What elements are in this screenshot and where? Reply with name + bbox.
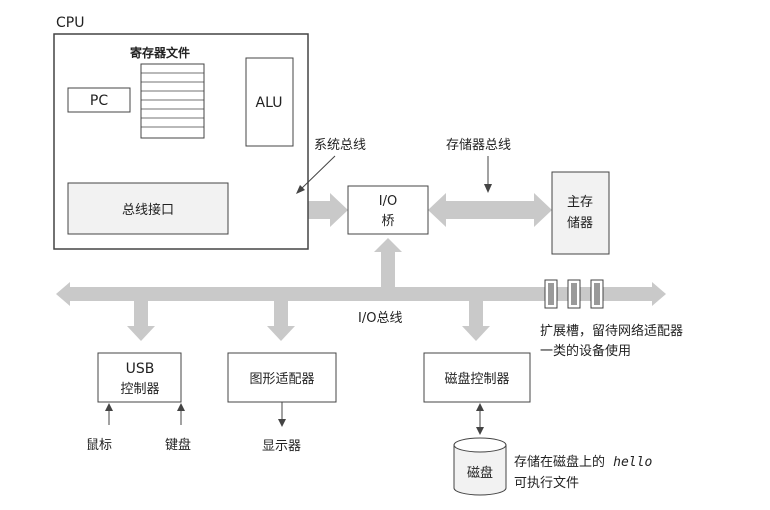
display-label: 显示器 <box>262 439 301 454</box>
main-memory-box <box>551 171 610 255</box>
register-file <box>140 63 205 139</box>
disk-link-arrow-head-down <box>476 427 484 435</box>
usb-controller-label-line1: USB <box>126 361 155 377</box>
graphics-adapter-label: 图形适配器 <box>249 372 314 387</box>
register-file-label: 寄存器文件 <box>130 45 190 60</box>
expansion-slot-label-line2: 一类的设备使用 <box>540 343 631 359</box>
io-bus-arrow <box>56 282 666 306</box>
memory-bus-pointer-head <box>484 184 492 193</box>
io-bridge-label-line2: 桥 <box>381 214 394 229</box>
display-arrow-head <box>278 419 286 427</box>
io-bridge-box <box>347 185 429 235</box>
disk-controller-box <box>423 352 531 403</box>
mouse-arrow-head <box>105 403 113 411</box>
disk-note-word: hello <box>613 455 652 470</box>
disk-note-line2: 可执行文件 <box>514 476 579 491</box>
bus-interface-box <box>67 182 229 235</box>
disk-cylinder <box>453 437 507 496</box>
disk-note-prefix: 存储在磁盘上的 <box>514 454 605 470</box>
expansion-slot-label-line1: 扩展槽，留待网络适配器 <box>540 323 683 339</box>
main-memory-label-line2: 储器 <box>567 216 593 231</box>
memory-bus-arrow <box>428 193 552 227</box>
pc-box <box>67 87 131 113</box>
main-memory-label-line1: 主存 <box>567 195 593 210</box>
alu-label: ALU <box>256 95 283 111</box>
expansion-slots <box>544 279 604 309</box>
disk-controller-label: 磁盘控制器 <box>444 371 509 387</box>
memory-bus-label: 存储器总线 <box>446 138 511 153</box>
io-bus-to-usb-arrow <box>127 301 155 341</box>
io-bus-label: I/O总线 <box>358 311 402 326</box>
disk-link-arrow-head-up <box>476 403 484 411</box>
usb-controller-label-line2: 控制器 <box>120 382 159 397</box>
disk-label: 磁盘 <box>467 465 493 481</box>
io-bus-to-bridge-arrow <box>374 238 402 287</box>
graphics-adapter-box <box>227 352 337 403</box>
keyboard-arrow-head <box>177 403 185 411</box>
disk-note-line1: 存储在磁盘上的 hello <box>514 454 652 470</box>
usb-controller-box <box>97 352 182 403</box>
io-bus-to-graphics-arrow <box>267 301 295 341</box>
keyboard-label: 键盘 <box>165 437 191 453</box>
cpu-label: CPU <box>56 15 84 31</box>
system-bus-pointer <box>299 155 336 191</box>
system-bus-label: 系统总线 <box>314 138 366 153</box>
io-bridge-label-line1: I/O <box>379 194 397 209</box>
alu-box <box>245 57 294 147</box>
pc-label: PC <box>90 93 108 109</box>
mouse-label: 鼠标 <box>86 438 112 453</box>
bus-interface-label: 总线接口 <box>122 202 174 218</box>
system-bus-pointer-head <box>296 185 305 194</box>
io-bus-to-disk-controller-arrow <box>462 301 490 341</box>
